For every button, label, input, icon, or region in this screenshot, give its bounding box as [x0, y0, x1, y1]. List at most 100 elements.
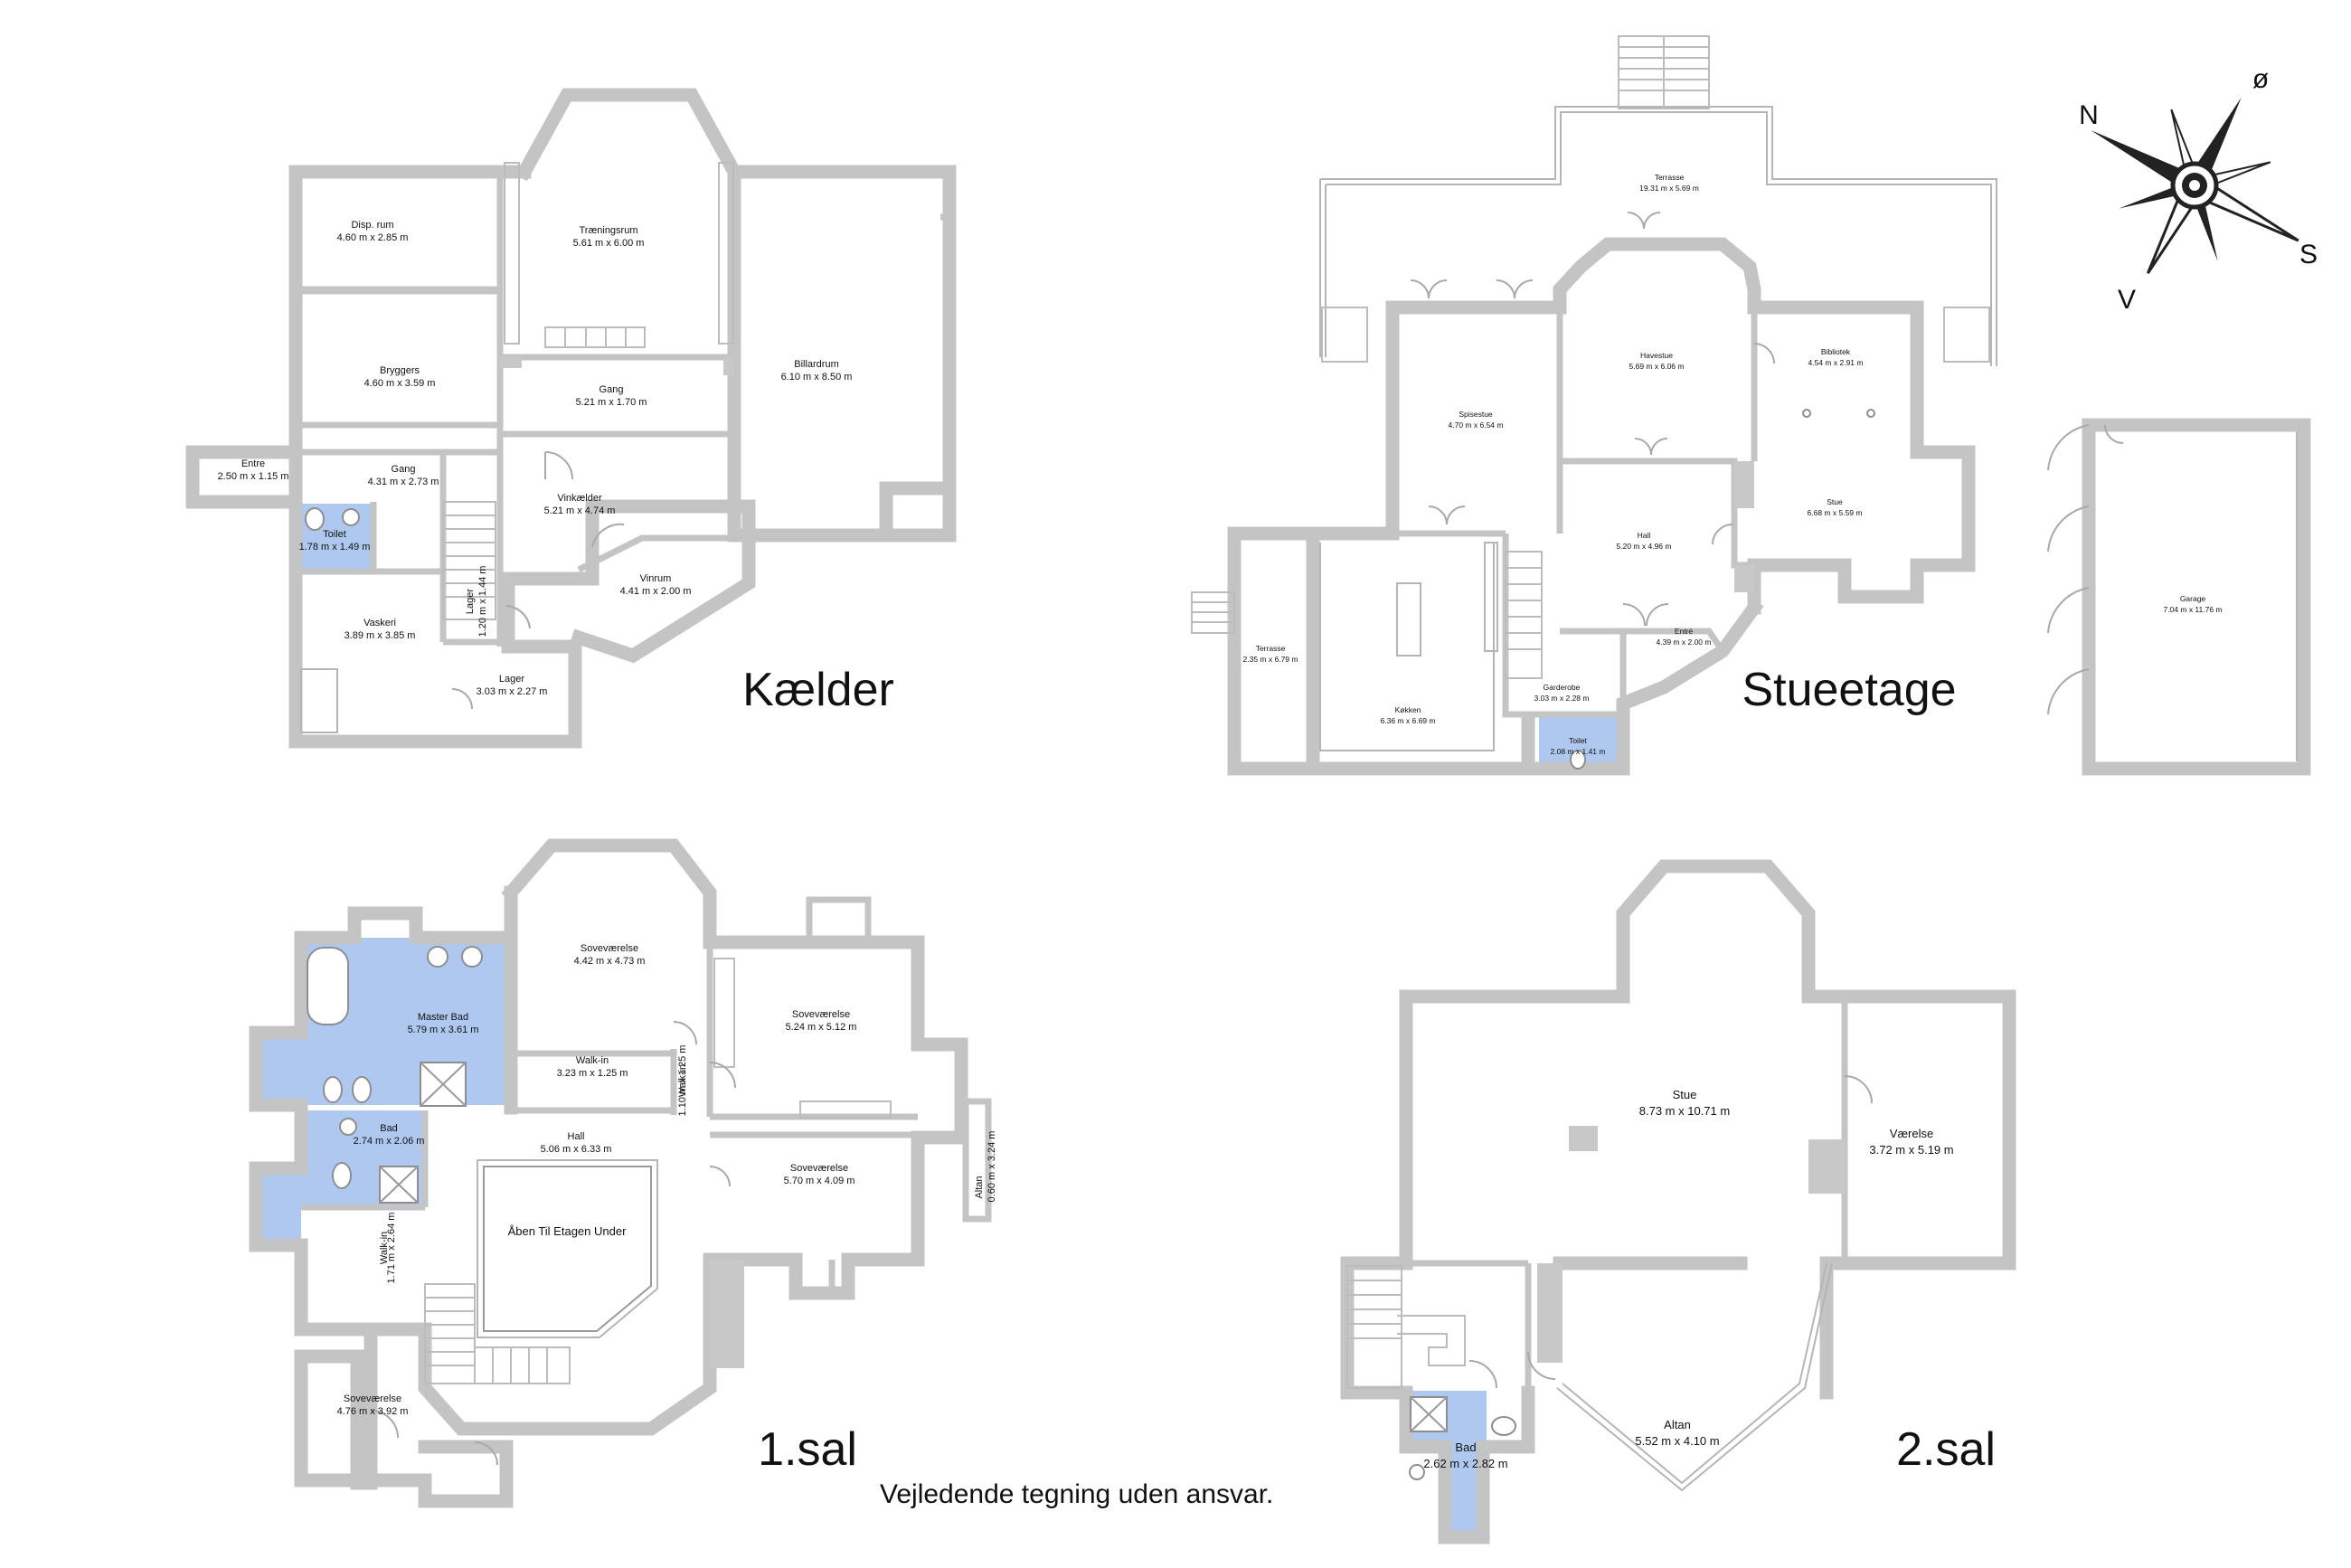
compass-rose-icon: N ø S V [2079, 64, 2318, 315]
sink-fixture [342, 508, 360, 526]
room-dims: 7.04 m x 11.76 m [2163, 605, 2222, 614]
room-dims: 3.03 m x 2.28 m [1534, 694, 1590, 703]
room-name: Bibliotek [1821, 347, 1851, 356]
room-dims: 5.70 m x 4.09 m [784, 1176, 855, 1186]
room-dims: 4.39 m x 2.00 m [1657, 638, 1712, 647]
wall-block [723, 357, 734, 375]
room-dims: 4.54 m x 2.91 m [1808, 358, 1864, 367]
wall-block [1734, 565, 1754, 592]
closet-shelves [713, 958, 892, 1119]
washer-area [300, 668, 338, 733]
wall-block [500, 357, 522, 368]
room-name: Gang [392, 464, 416, 475]
room-name: Køkken [1395, 705, 1421, 714]
void-open-to-below [483, 1166, 652, 1332]
sink-fixture [427, 946, 448, 968]
floor-label-1-sal: 1.sal [758, 1423, 857, 1476]
room-name: Toilet [1569, 736, 1587, 745]
room-name: Billardrum [794, 359, 839, 370]
room-dims: 5.61 m x 6.00 m [573, 238, 645, 249]
stairs-terrasse-left [1191, 591, 1235, 634]
room-name: Stue [1673, 1088, 1697, 1101]
room-dims: 3.89 m x 3.85 m [345, 630, 416, 641]
room-name: Walk-in [677, 1064, 688, 1097]
room-name: Soveværelse [344, 1393, 401, 1404]
wall-block [710, 1260, 744, 1368]
room-dims: 5.69 m x 6.06 m [1629, 362, 1685, 371]
kitchen-counter [1484, 542, 1498, 652]
room-dims: 5.20 m x 4.96 m [1617, 542, 1672, 551]
room-name: Stue [1827, 497, 1843, 506]
compass-south-label: S [2299, 240, 2318, 269]
room-name: Bryggers [380, 365, 420, 376]
compass-east-label: ø [2252, 64, 2269, 94]
floor-plan-1-sal: Soveværelse 4.42 m x 4.73 m Soveværelse … [249, 838, 997, 1508]
room-dims: 5.24 m x 5.12 m [786, 1022, 857, 1033]
room-name: Vinrum [640, 573, 672, 584]
bad-1-sal-wet-area [256, 1168, 301, 1245]
room-name: Toilet [323, 529, 346, 540]
room-name: Bad [380, 1123, 398, 1134]
stairs-terrasse-top [1321, 35, 1990, 363]
stairs-kaelder [442, 501, 496, 620]
room-name: Lager [499, 674, 524, 685]
room-name: Værelse [1890, 1127, 1933, 1140]
wall-block [1537, 1263, 1563, 1363]
room-name: Master Bad [418, 1012, 468, 1023]
toilet-fixture [1570, 750, 1586, 770]
room-dims: 1.10 m x 1.25 m [677, 1045, 688, 1117]
sink-fixture [339, 1118, 357, 1136]
room-name: Hall [568, 1131, 585, 1142]
room-dims: 19.31 m x 5.69 m [1639, 184, 1699, 193]
floor-plan-kaelder: Disp. rum 4.60 m x 2.85 m Træningsrum 5.… [185, 88, 957, 749]
room-dims: 5.06 m x 6.33 m [541, 1144, 612, 1155]
room-name: Garderobe [1544, 683, 1581, 692]
bidet-fixture [352, 1076, 372, 1103]
room-dims: 8.73 m x 10.71 m [1639, 1104, 1730, 1118]
room-name: Terrasse [1655, 173, 1685, 182]
room-name: Bad [1455, 1440, 1476, 1454]
shelves-traeningsrum [544, 326, 646, 348]
floor-plan-stueetage: Terrasse 19.31 m x 5.69 m Havestue 5.69 … [1191, 35, 2311, 776]
toilet-fixture [332, 1162, 352, 1189]
room-dims: 6.36 m x 6.69 m [1381, 716, 1436, 725]
room-name: Lager [465, 589, 476, 614]
bathtub-fixture [307, 947, 349, 1025]
room-name: Entré [1675, 627, 1694, 636]
room-dims: 4.41 m x 2.00 m [620, 586, 692, 597]
room-dims: 3.23 m x 1.25 m [557, 1068, 628, 1079]
room-labels-1-sal: Soveværelse 4.42 m x 4.73 m Soveværelse … [337, 943, 997, 1417]
kitchen-island [1396, 582, 1421, 656]
room-dims: 5.21 m x 1.70 m [576, 397, 647, 408]
room-dims: 2.35 m x 6.79 m [1243, 655, 1298, 664]
room-dims: 1.20 m x 1.44 m [477, 566, 488, 638]
toilet-fixture [323, 1076, 343, 1103]
room-dims: 5.21 m x 4.74 m [544, 505, 616, 516]
room-labels-stueetage: Terrasse 19.31 m x 5.69 m Havestue 5.69 … [1243, 173, 2223, 756]
room-name: Altan [974, 1176, 985, 1198]
room-dims: 4.60 m x 3.59 m [364, 378, 436, 389]
room-dims: 2.62 m x 2.82 m [1423, 1457, 1507, 1470]
room-dims: 4.31 m x 2.73 m [368, 477, 439, 487]
room-name: Walk-in [379, 1232, 390, 1264]
room-dims: 5.79 m x 3.61 m [408, 1025, 479, 1035]
room-dims: 4.42 m x 4.73 m [574, 956, 646, 967]
room-dims: 3.72 m x 5.19 m [1869, 1143, 1953, 1157]
ceiling-light [1802, 409, 1811, 418]
room-labels-kaelder: Disp. rum 4.60 m x 2.85 m Træningsrum 5.… [218, 220, 853, 697]
room-name: Spisestue [1459, 410, 1493, 419]
room-dims: 6.68 m x 5.59 m [1808, 508, 1863, 517]
room-dims: 6.10 m x 8.50 m [781, 372, 853, 383]
toilet-fixture [1491, 1416, 1516, 1436]
room-name: Træningsrum [580, 225, 638, 236]
room-name: Åben Til Etagen Under [508, 1224, 627, 1238]
room-dims: 4.70 m x 6.54 m [1449, 420, 1504, 430]
room-name: Altan [1664, 1418, 1691, 1431]
stairs-2-sal [1346, 1265, 1466, 1389]
room-name: Garage [2180, 594, 2206, 603]
ceiling-light [1866, 409, 1875, 418]
room-name: Vinkælder [557, 493, 602, 504]
room-dims: 2.74 m x 2.06 m [354, 1136, 425, 1147]
toilet-fixture [305, 507, 325, 531]
